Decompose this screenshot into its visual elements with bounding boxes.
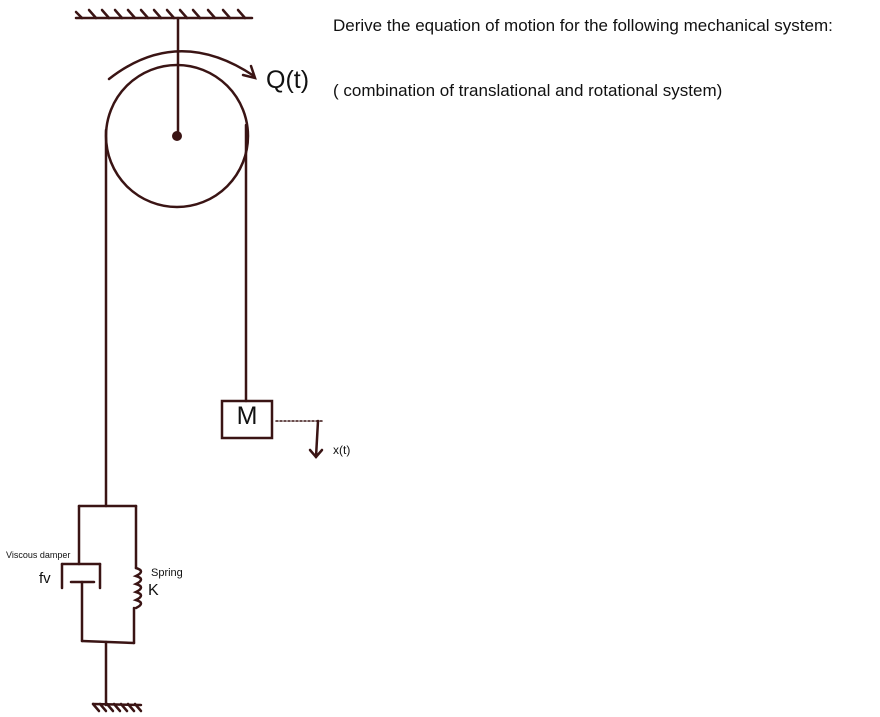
- problem-subtitle: ( combination of translational and rotat…: [333, 81, 723, 100]
- mass-label: M: [236, 402, 258, 430]
- spring: [132, 566, 143, 645]
- displacement-arrow-icon: [308, 419, 324, 459]
- torque-arrow-icon: [107, 50, 257, 81]
- spring-symbol: K: [148, 582, 159, 599]
- spring-label: Spring: [151, 567, 183, 579]
- displacement-label: x(t): [333, 443, 351, 457]
- ground-support: [91, 702, 143, 713]
- torque-label: Q(t): [266, 66, 310, 94]
- damper-symbol: fv: [39, 570, 51, 587]
- ceiling-support: [74, 8, 254, 20]
- damper-spring-frame: [77, 504, 138, 707]
- damper-label: Viscous damper: [6, 550, 71, 560]
- problem-title: Derive the equation of motion for the fo…: [333, 16, 833, 35]
- viscous-damper: [60, 562, 102, 643]
- mass-block: [220, 399, 274, 440]
- pulley-center-pin: [172, 131, 182, 141]
